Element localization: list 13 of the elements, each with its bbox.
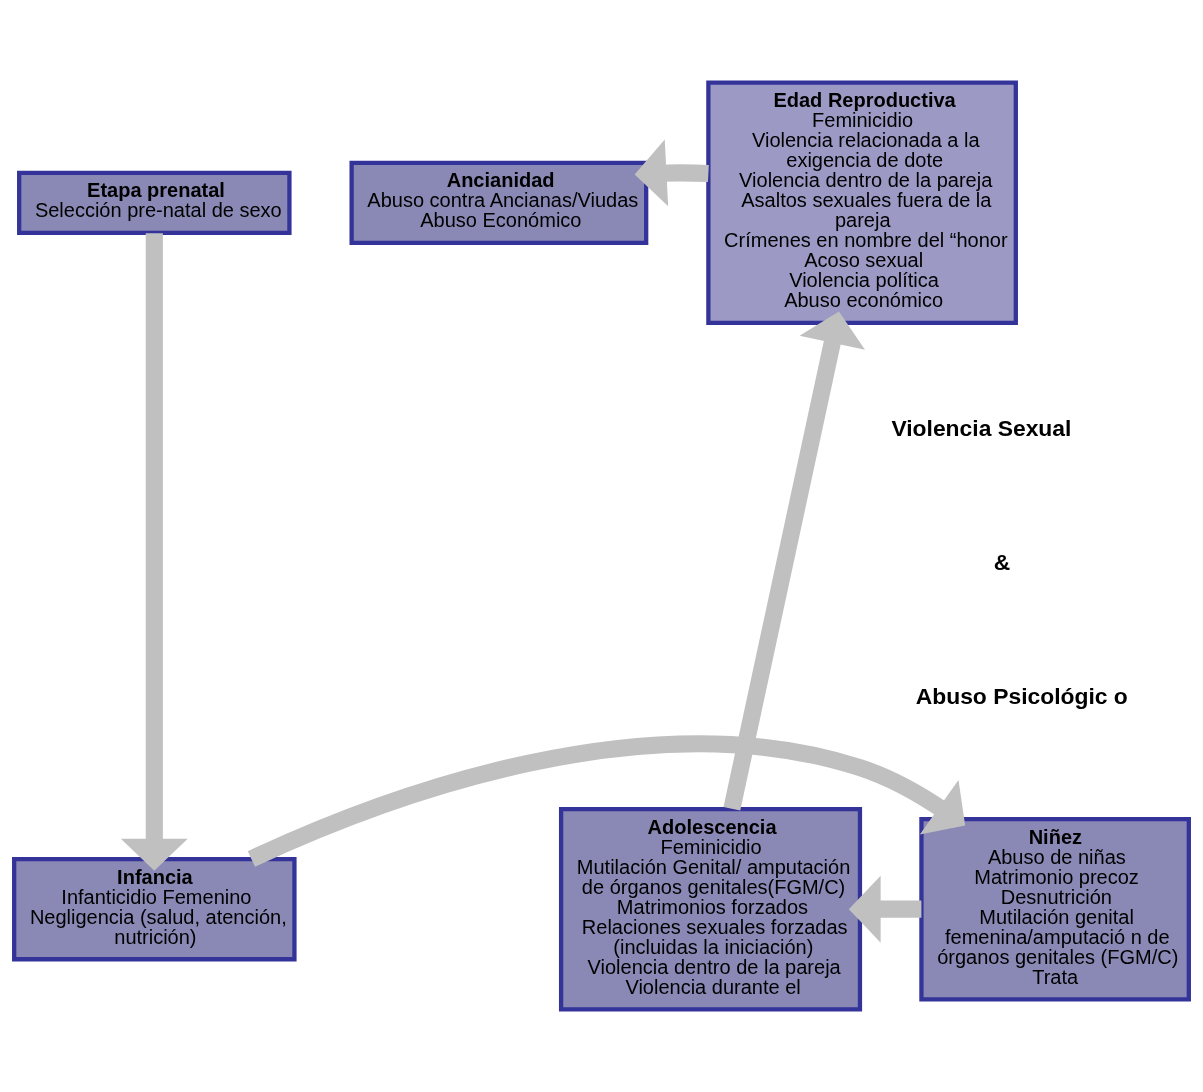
label: Abuso Psicológic o [915,683,1128,710]
label: & [993,549,1011,576]
arrow [848,875,922,943]
node-box: Niñez Abuso de niñas Matrimonio precoz Desnutrición Mutilación genital femenina/amputació n de órganos genitales (FGM/C) Trata [919,816,1191,1002]
arrow [247,735,966,867]
node-box: Infancia Infanticidio Femenino Negligencia (salud, atención, nutrición) [12,857,297,962]
label: Violencia Sexual [891,414,1072,441]
arrow [120,233,188,871]
arrow [634,139,709,207]
node-box: Edad Reproductiva Feminicidio Violencia relacionada a la exigencia de dote Violencia dentro de la pareja Asaltos sexuales fuera de la pareja Crímenes en nombre del “honor Acoso sexual Violencia política Abuso económico [706,80,1018,326]
node-box: Etapa prenatal Selección pre-natal de sexo [17,170,292,235]
node-box: Ancianidad Abuso contra Ancianas/Viudas Abuso Económico [349,160,649,245]
node-box: Adolescencia Feminicidio Mutilación Genital/ amputación de órganos genitales(FGM/C) Matrimonios forzados Relaciones sexuales forzadas (incluidas la iniciación) Violencia dentro de la pareja Violencia durante el [558,806,863,1012]
